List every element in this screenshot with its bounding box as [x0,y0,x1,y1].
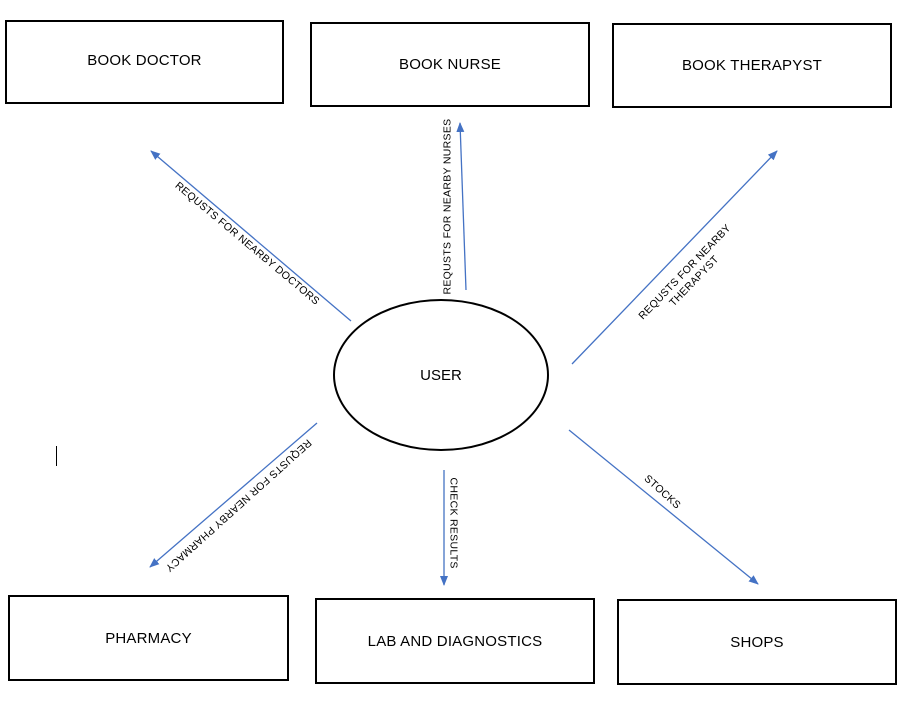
edge-label-results: CHECK RESULTS [447,477,460,569]
book-doctor-box: BOOK DOCTOR [5,20,284,104]
shops-label: SHOPS [730,633,784,651]
shops-box: SHOPS [617,599,897,685]
arrow-to-shops [568,429,759,585]
lab-diagnostics-label: LAB AND DIAGNOSTICS [367,632,543,650]
arrow-to-pharmacy [149,422,318,568]
book-nurse-box: BOOK NURSE [310,22,590,107]
book-therapist-box: BOOK THERAPYST [612,23,892,108]
arrow-to-doctor [150,150,352,322]
book-therapist-label: BOOK THERAPYST [681,57,823,74]
arrow-to-therapist [571,150,778,365]
user-label: USER [420,366,462,384]
book-doctor-label: BOOK DOCTOR [87,52,202,69]
arrow-to-nurse [456,122,467,291]
text-cursor [56,446,57,466]
pharmacy-label: PHARMACY [105,629,192,647]
edge-label-nurses: REQUSTS FOR NEARBY NURSES [441,118,454,295]
pharmacy-box: PHARMACY [8,595,289,681]
book-nurse-label: BOOK NURSE [398,56,502,73]
user-node: USER [333,299,549,451]
lab-diagnostics-box: LAB AND DIAGNOSTICS [315,598,595,684]
